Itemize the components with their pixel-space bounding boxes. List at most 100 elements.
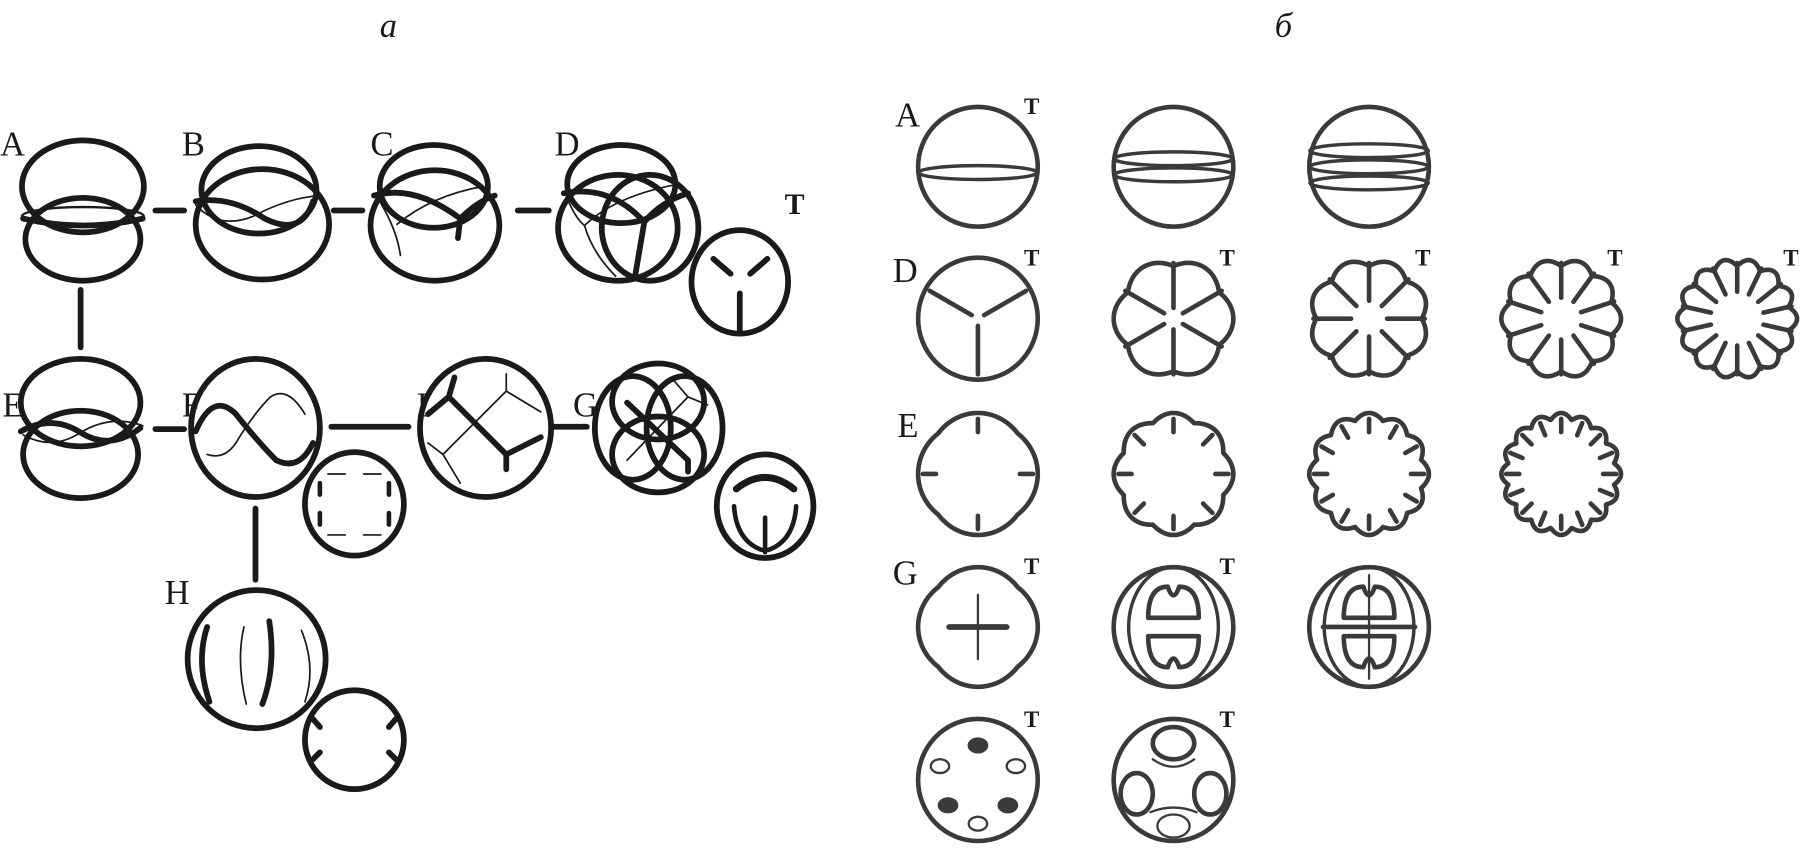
lower-cell xyxy=(20,407,142,502)
stage-h xyxy=(184,587,329,732)
stage-c xyxy=(367,142,503,284)
wavy-division xyxy=(192,197,316,228)
stage-f-small xyxy=(302,449,407,559)
pore xyxy=(997,797,1019,814)
radial-wall xyxy=(1505,322,1544,339)
stage-h-small xyxy=(302,687,407,793)
equator-band xyxy=(1308,142,1431,160)
scalloped-outline xyxy=(1111,260,1236,377)
radial-wall xyxy=(1761,303,1794,315)
division-thin xyxy=(565,183,680,277)
division-heavy xyxy=(457,192,498,222)
pore xyxy=(967,737,989,754)
stage-a xyxy=(19,137,147,284)
radial-wall xyxy=(1755,333,1783,356)
row-bottom-figure-2: T xyxy=(1111,707,1236,844)
ingrowing-wall xyxy=(1588,432,1603,447)
ingrowing-wall xyxy=(1132,432,1147,447)
pore xyxy=(929,758,951,775)
radial-wall xyxy=(1691,281,1719,305)
scalloped-outline xyxy=(1306,410,1432,538)
pore-ring xyxy=(1118,770,1156,817)
row-g-figure-3 xyxy=(1306,564,1432,690)
pore xyxy=(937,797,959,814)
pore xyxy=(967,815,989,832)
t-label: T xyxy=(1607,246,1622,271)
stage-b xyxy=(192,143,332,283)
radial-wall xyxy=(1379,329,1411,361)
ingrowing-wall xyxy=(1387,507,1399,524)
scalloped-outline xyxy=(915,410,1041,538)
radial-wall xyxy=(1710,340,1728,372)
connecting-walls xyxy=(1149,758,1198,814)
pore-ring-thin xyxy=(1156,813,1191,839)
scalloped-outline xyxy=(1111,410,1236,538)
row-e-figure-4 xyxy=(1499,410,1624,538)
radial-wall xyxy=(1746,266,1764,297)
pore xyxy=(1005,758,1027,775)
radial-wall xyxy=(1505,299,1544,315)
ingrowing-wall xyxy=(1132,501,1147,516)
radial-wall xyxy=(1578,299,1617,315)
ingrowing-wall xyxy=(1574,420,1585,438)
tetrad-walls xyxy=(731,503,799,555)
t-label: T xyxy=(1024,246,1039,271)
radial-wall xyxy=(1526,333,1552,366)
t-label: T xyxy=(1220,554,1235,579)
t-label: T xyxy=(1024,554,1039,579)
stage-f xyxy=(188,356,323,500)
upper-cell xyxy=(17,356,144,450)
division-thin xyxy=(378,185,485,257)
stage-label-b: B xyxy=(182,125,205,163)
row-label-e: E xyxy=(897,407,918,445)
t-label: T xyxy=(1783,246,1798,271)
radial-wall xyxy=(1691,333,1719,356)
equator-band xyxy=(916,163,1039,182)
cell-outline xyxy=(302,687,407,793)
ingrowing-wall xyxy=(1537,510,1548,528)
row-d-figure-3: T xyxy=(1309,246,1430,378)
ingrowing-wall xyxy=(1319,444,1336,456)
scalloped-outline xyxy=(915,564,1041,690)
cell-outline xyxy=(1111,716,1236,844)
row-bottom-figure-1: T xyxy=(915,707,1041,844)
division-thin xyxy=(427,373,542,485)
wall-fragments xyxy=(317,480,392,527)
division-thin xyxy=(626,378,709,462)
cell-outline xyxy=(1306,104,1432,229)
cell-outline xyxy=(915,255,1041,382)
equator-band xyxy=(1112,166,1235,184)
stage-label-a: A xyxy=(0,125,25,163)
panel-a-label: а xyxy=(380,7,397,45)
cell-outline xyxy=(1111,564,1236,690)
row-d-figure-1: T xyxy=(915,246,1041,382)
ingrowing-wall xyxy=(1597,487,1615,498)
equator-band xyxy=(1308,174,1431,192)
row-label-a: A xyxy=(895,97,920,135)
scalloped-outline xyxy=(1499,258,1624,379)
row-e-figure-1 xyxy=(915,410,1041,538)
ingrowing-wall xyxy=(1508,450,1525,461)
t-label: T xyxy=(1220,707,1235,732)
ingrowing-wall xyxy=(1200,501,1215,516)
stage-label-c: C xyxy=(371,125,394,163)
ingrowing-wall xyxy=(1339,507,1351,524)
cell-outline xyxy=(915,716,1041,844)
radial-wall xyxy=(1379,277,1411,309)
ingrowing-wall xyxy=(1387,424,1399,441)
loop-wall xyxy=(1145,584,1202,621)
t-label: T xyxy=(1024,707,1039,732)
cell-outline xyxy=(915,104,1041,229)
radial-wall xyxy=(1746,340,1764,372)
ingrowing-wall xyxy=(1597,450,1615,461)
row-a-figure-1: T xyxy=(915,94,1041,229)
ingrowing-wall xyxy=(1339,424,1351,441)
t-label: T xyxy=(1415,246,1430,271)
ingrowing-wall xyxy=(1200,432,1215,447)
radial-wall xyxy=(1180,321,1224,349)
stage-g xyxy=(591,360,726,496)
cell-outline xyxy=(302,449,407,559)
row-g-figure-2: T xyxy=(1111,554,1236,690)
